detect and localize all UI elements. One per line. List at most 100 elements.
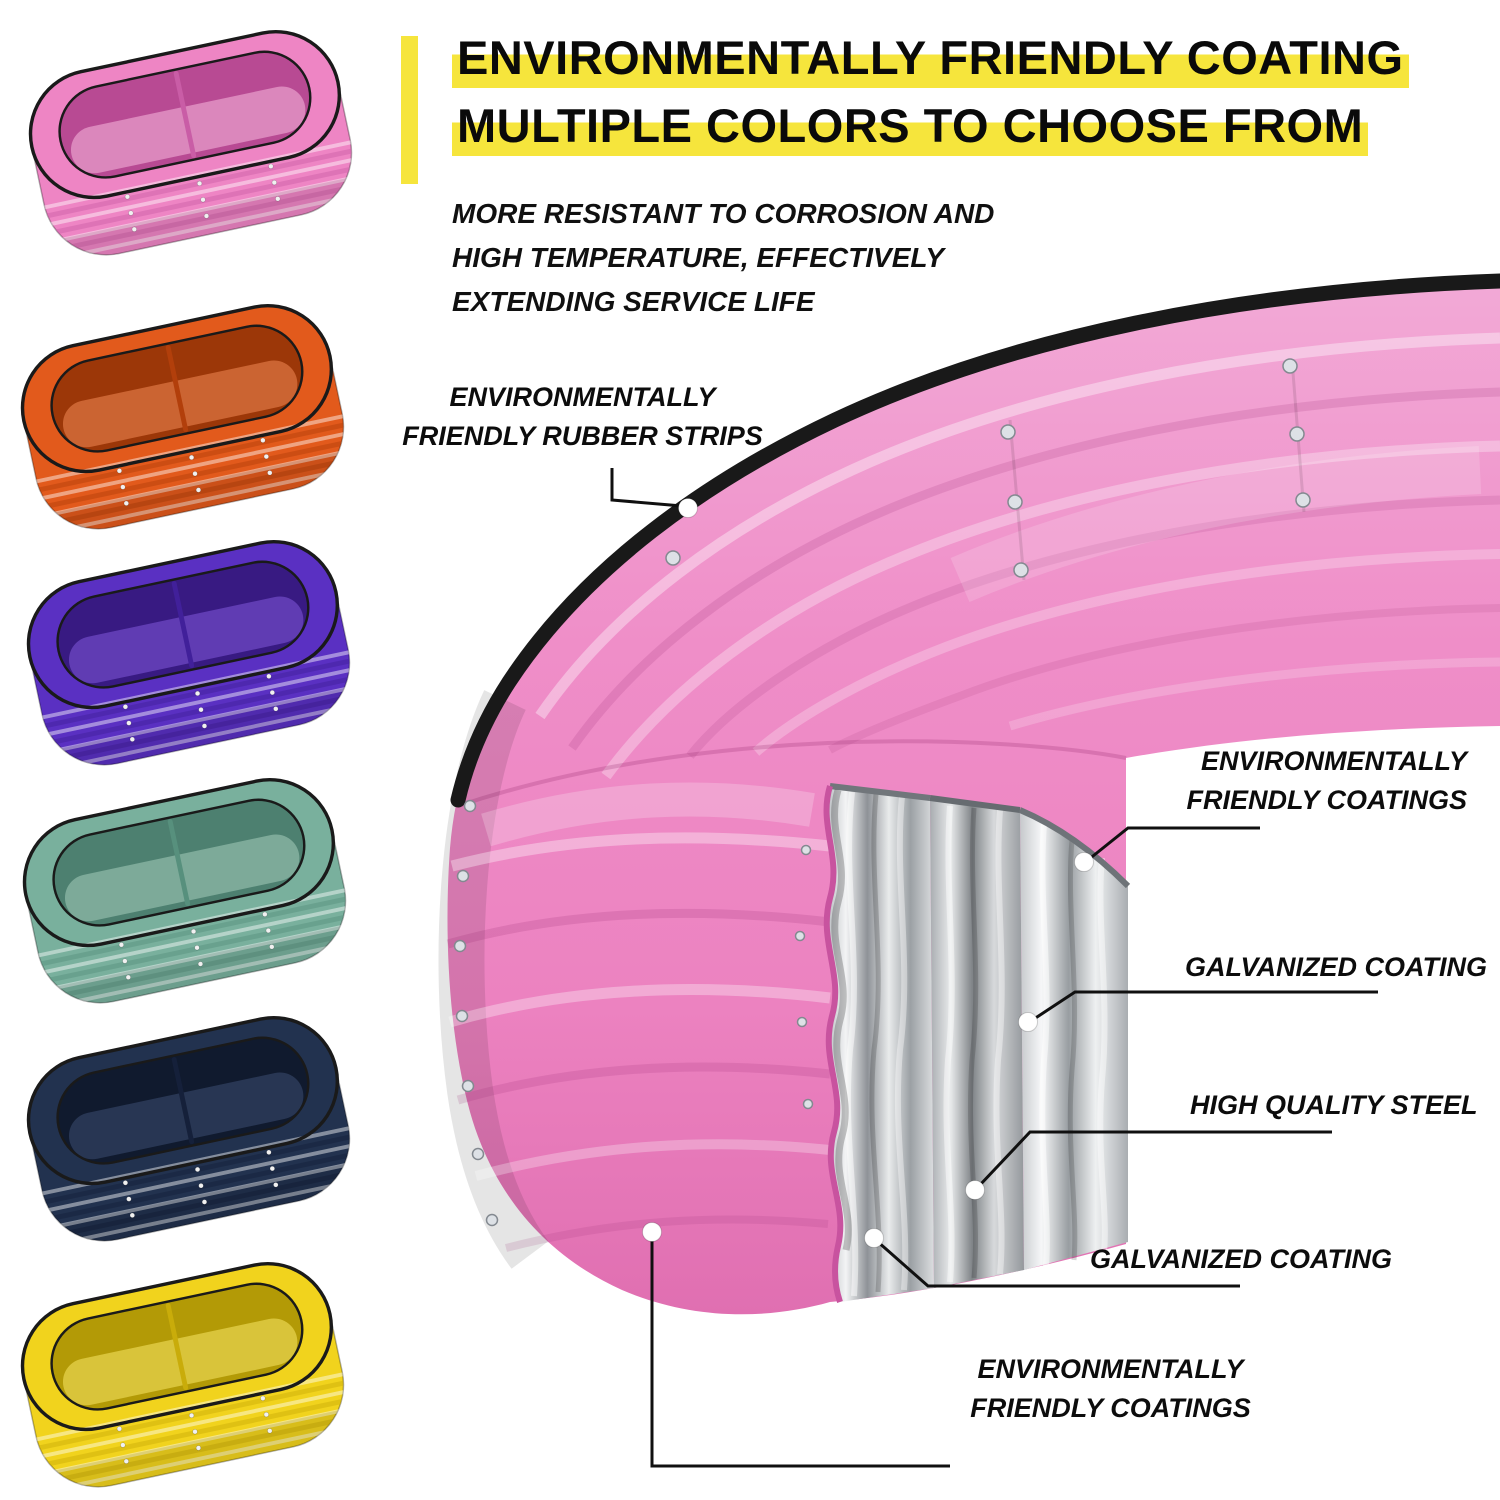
bed-top-rim — [20, 1262, 334, 1432]
subtitle-line: EXTENDING SERVICE LIFE — [452, 286, 815, 317]
bed-corrugation — [36, 414, 356, 541]
bed-opening-rim — [56, 560, 310, 689]
garden-bed-illustration — [20, 1262, 356, 1499]
bed-wall — [23, 778, 347, 1004]
callout-galvanized-top: GALVANIZED COATING — [1185, 952, 1487, 982]
bed-wall — [29, 30, 353, 256]
bed-inner-wall-highlight — [69, 1072, 304, 1160]
dot-coatings-top — [1074, 852, 1094, 872]
headline-line1: ENVIRONMENTALLY FRIENDLY COATING — [452, 24, 1409, 92]
bed-divider-bar — [165, 1303, 189, 1391]
bed-wall — [27, 540, 351, 766]
garden-bed-pink — [14, 16, 366, 267]
headline: ENVIRONMENTALLY FRIENDLY COATING MULTIPL… — [452, 24, 1409, 160]
pink-cut-edge-shadow — [831, 788, 852, 1251]
bed-wall — [21, 304, 345, 530]
accent-bar — [401, 36, 418, 184]
bed-opening-rim — [52, 798, 306, 927]
bed-opening-rim — [50, 324, 304, 453]
bed-opening-rim — [50, 1282, 304, 1411]
line-rubber-strips — [610, 468, 683, 508]
bed-opening — [53, 799, 305, 926]
bed-divider-bar — [171, 1057, 195, 1145]
bed-inner-wall-highlight — [71, 86, 306, 174]
bed-opening — [51, 1283, 303, 1410]
bed-divider-bar — [171, 581, 195, 669]
near-rim-boundary — [457, 739, 1127, 808]
line-galvanized-top — [1033, 990, 1378, 1021]
callout-dots — [642, 498, 1094, 1248]
subtitle-line: HIGH TEMPERATURE, EFFECTIVELY — [452, 242, 945, 273]
dot-coatings-bottom — [642, 1222, 662, 1242]
garden-bed-orange — [6, 290, 358, 541]
bed-top-rim — [22, 778, 336, 948]
layer-ridges — [844, 791, 1108, 1297]
bed-top-rim — [26, 540, 340, 710]
bed-opening — [59, 51, 311, 178]
subtitle-line: MORE RESISTANT TO CORROSION AND — [452, 198, 995, 229]
bed-inner-wall-highlight — [65, 834, 300, 922]
bed-corrugation — [42, 1126, 362, 1253]
bed-corrugation — [36, 1372, 356, 1499]
panel-seams — [1008, 359, 1306, 581]
dot-galvanized-top — [1018, 1012, 1038, 1032]
dot-rubber-strips — [678, 498, 698, 518]
garden-bed-illustration — [26, 1016, 362, 1253]
garden-bed-illustration — [26, 540, 362, 777]
callout-coatings-bottom-line1: ENVIRONMENTALLY — [977, 1354, 1244, 1384]
bed-divider-bar — [167, 819, 191, 907]
bed-opening — [51, 325, 303, 452]
callout-coatings-top-line2: FRIENDLY COATINGS — [1186, 785, 1467, 815]
bed-rivets — [116, 437, 273, 506]
bed-opening — [57, 1037, 309, 1164]
bed-rivets — [116, 1395, 273, 1464]
bed-wall — [21, 1262, 345, 1488]
front-wall-corrugation — [438, 690, 831, 1269]
headline-line2: MULTIPLE COLORS TO CHOOSE FROM — [452, 92, 1369, 160]
garden-bed-navy — [12, 1002, 364, 1253]
bed-corrugation — [44, 140, 364, 267]
bed-rivets — [124, 163, 281, 232]
bed-corrugation — [38, 888, 358, 1015]
subtitle: MORE RESISTANT TO CORROSION AND HIGH TEM… — [452, 192, 994, 324]
bed-divider-bar — [165, 345, 189, 433]
bed-opening — [57, 561, 309, 688]
bed-top-rim — [20, 304, 334, 474]
layer-top-edges — [829, 783, 1131, 889]
layer-steel-core — [930, 798, 1024, 1288]
bed-opening-rim — [58, 50, 312, 179]
garden-bed-illustration — [20, 304, 356, 541]
callout-coatings-top: ENVIRONMENTALLY FRIENDLY COATINGS — [1155, 742, 1467, 820]
callout-coatings-top-line1: ENVIRONMENTALLY — [1201, 746, 1467, 776]
pink-cut-edge — [823, 785, 844, 1303]
callout-high-quality-steel: HIGH QUALITY STEEL — [1190, 1090, 1478, 1120]
dot-steel — [965, 1180, 985, 1200]
bed-wall — [27, 1016, 351, 1242]
garden-bed-illustration — [28, 30, 364, 267]
callout-rubber-strips-line2: FRIENDLY RUBBER STRIPS — [402, 421, 763, 451]
cutaway-layers — [823, 783, 1131, 1303]
bed-rivets — [118, 911, 275, 980]
dot-galvanized-bottom — [864, 1228, 884, 1248]
callout-rubber-strips-line1: ENVIRONMENTALLY — [449, 382, 716, 412]
rubber-strip — [450, 273, 1500, 808]
garden-bed-green — [8, 764, 360, 1015]
bed-inner-wall-highlight — [69, 596, 304, 684]
line-steel — [977, 1130, 1332, 1188]
bed-opening-rim — [56, 1036, 310, 1165]
bed-divider-bar — [173, 71, 197, 159]
layer-galvanized-outer — [826, 786, 934, 1302]
garden-bed-illustration — [22, 778, 358, 1015]
bed-corrugation — [42, 650, 362, 777]
line-coatings-top — [1087, 826, 1260, 862]
garden-bed-yellow — [6, 1248, 358, 1499]
layer-galvanized-inner — [1020, 810, 1128, 1270]
garden-bed-purple — [12, 526, 364, 777]
bed-rivets — [122, 1149, 279, 1218]
callout-rubber-strips: ENVIRONMENTALLY FRIENDLY RUBBER STRIPS — [390, 378, 775, 456]
bed-top-rim — [26, 1016, 340, 1186]
bed-inner-wall-highlight — [63, 1318, 298, 1406]
callout-galvanized-bottom: GALVANIZED COATING — [1090, 1244, 1392, 1274]
line-coatings-bottom — [650, 1240, 950, 1468]
bed-top-rim — [28, 30, 342, 200]
